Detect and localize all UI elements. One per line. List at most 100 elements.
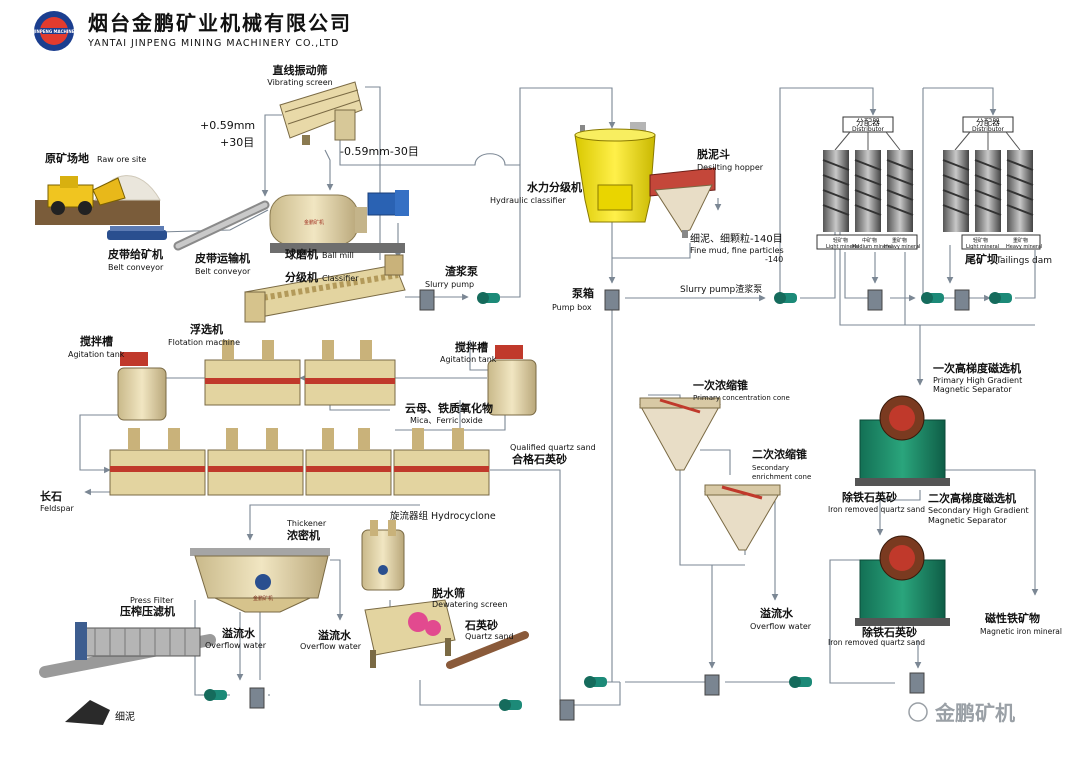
flotation-label-en: Flotation machine (168, 338, 240, 347)
pump-box-5 (249, 687, 265, 709)
heavy-mineral-2-cn: 重矿物 (1013, 237, 1028, 244)
belt-conveyor-label-cn: 皮带运输机 (194, 251, 250, 265)
dewatering-label-cn: 脱水筛 (432, 586, 465, 600)
flotation-machines (109, 340, 490, 496)
vibrating-screen-label-en: Vibrating screen (267, 78, 332, 87)
primary-magnetic-separator (855, 395, 950, 486)
desilting-hopper (649, 167, 716, 238)
light-mineral-2-en: Light mineral (966, 244, 999, 250)
overflow-right-label-cn: 溢流水 (760, 606, 794, 620)
fine-mud-pile (65, 700, 110, 725)
pump-box-3 (867, 289, 883, 311)
plus-30-label: +30目 (220, 136, 254, 149)
belt-conveyor-label-en: Belt conveyor (195, 267, 251, 276)
heavy-mineral-1-cn: 重矿物 (892, 237, 907, 244)
company-logo: JINPENG MACHINE (33, 11, 75, 51)
slurry-pump-icon (499, 699, 522, 711)
quartz-sand-label-en: Quartz sand (465, 632, 514, 641)
vibrating-screen-label-cn: 直线振动筛 (273, 63, 328, 77)
slurry-pump-icon (789, 676, 812, 688)
pump-box-1 (419, 289, 435, 311)
press-filter (39, 622, 216, 678)
shg-label-en2: Magnetic Separator (928, 516, 1007, 525)
tailings-label-cn: 尾矿坝 (964, 252, 998, 266)
feldspar-label-en: Feldspar (40, 504, 75, 513)
plus-059-label: +0.59mm (200, 119, 255, 132)
company-header: JINPENG MACHINE 烟台金鹏矿业机械有限公司 YANTAI JINP… (33, 11, 352, 51)
thickener-label-en: Thickener (286, 519, 327, 528)
slurry-pump-icon (477, 292, 500, 304)
fine-mud-label-cn: 细泥、细颗粒-140目 (690, 232, 783, 245)
belt-feeder (107, 226, 167, 240)
mica-label-cn: 云母、铁质氧化物 (405, 401, 493, 415)
flotation-cell (305, 428, 392, 496)
hydrocyclone-group (361, 520, 405, 591)
slurry-pump-icon (921, 292, 944, 304)
overflow-right-label-en: Overflow water (750, 622, 812, 631)
classifier-label-cn: 分级机 (285, 270, 318, 284)
logo-text: JINPENG MACHINE (33, 29, 75, 34)
flotation-cell (207, 428, 304, 496)
qualified-label-cn: 合格石英砂 (512, 452, 567, 466)
secondary-magnetic-separator (855, 535, 950, 626)
desilting-label-cn: 脱泥斗 (697, 147, 730, 161)
tailings-label-en: Tailings dam (995, 256, 1052, 266)
pump-box-6 (559, 699, 575, 721)
watermark-text: 金鹏矿机 (934, 701, 1015, 725)
ball-mill-label-en: Ball mill (322, 251, 354, 260)
distributor-2-label-en: Distributor (972, 126, 1005, 133)
pump-box-7 (704, 674, 720, 696)
raw-ore-label-cn: 原矿场地 (45, 151, 89, 165)
company-name-cn: 烟台金鹏矿业机械有限公司 (88, 11, 352, 35)
primary-cone-label-en: Primary concentration cone (693, 394, 790, 402)
hydraulic-classifier-label-en: Hydraulic classifier (490, 196, 567, 205)
hydraulic-classifier-label-cn: 水力分级机 (527, 180, 582, 194)
agitation-left-label-en: Agitation tank (68, 350, 125, 359)
iron-removed-1-cn: 除铁石英砂 (842, 490, 897, 504)
belt-feeder-label-en: Belt conveyor (108, 263, 164, 272)
slurry-pump-icon (774, 292, 797, 304)
iron-removed-2-cn: 除铁石英砂 (862, 625, 917, 639)
overflow-left-label-cn: 溢流水 (222, 626, 256, 640)
fine-mud-label-en: Fine mud, fine particles (690, 246, 784, 255)
loader-icon (47, 176, 126, 215)
light-mineral-1-cn: 轻矿物 (833, 237, 848, 244)
hydraulic-classifier (574, 122, 656, 223)
agitation-left-label-cn: 搅拌槽 (80, 334, 113, 348)
slurry-pump-label-cn: 渣浆泵 (445, 264, 478, 278)
press-filter-label-cn: 压榨压滤机 (120, 604, 175, 618)
spiral-chute-group-2 (942, 116, 1041, 250)
light-mineral-2-cn: 轻矿物 (973, 237, 988, 244)
dewatering-label-en: Dewatering screen (432, 600, 507, 609)
fine-mud-label-en2: -140 (765, 255, 783, 264)
slurry-pump-label-2: Slurry pump渣浆泵 (680, 283, 762, 295)
phg-label-en1: Primary High Gradient (933, 376, 1022, 385)
quartz-sand-conveyor (446, 631, 529, 669)
thickener-stamp: 金鹏矿机 (253, 595, 273, 602)
feldspar-label-cn: 长石 (40, 489, 62, 503)
shg-label-en1: Secondary High Gradient (928, 506, 1029, 515)
pump-box-4 (954, 289, 970, 311)
company-name-en: YANTAI JINPENG MINING MACHINERY CO.,LTD (87, 38, 339, 49)
magnetic-iron-label-cn: 磁性铁矿物 (985, 611, 1040, 625)
ball-mill: 金鹏矿机 (269, 190, 409, 253)
pump-box-label-en: Pump box (552, 303, 592, 312)
iron-removed-1-en: Iron removed quartz sand (828, 505, 925, 514)
primary-concentration-cone (639, 397, 721, 471)
phg-label-cn: 一次高梯度磁选机 (933, 361, 1021, 375)
ball-mill-stamp: 金鹏矿机 (304, 219, 324, 226)
fine-mud-bottom-label: 细泥 (115, 710, 135, 723)
spiral-classifier (244, 254, 406, 323)
slurry-pump-icon (204, 689, 227, 701)
thickener-label-cn: 浓密机 (287, 528, 320, 542)
classifier-label-en: Classifier (322, 274, 359, 283)
overflow-mid-label-en: Overflow water (300, 642, 362, 651)
heavy-mineral-2-en: Heavy mineral (1006, 244, 1042, 250)
chat-icon (908, 702, 928, 722)
quartz-sand-label-cn: 石英砂 (464, 618, 498, 632)
agitation-tank-left (117, 352, 167, 421)
secondary-cone-label-cn: 二次浓缩锥 (752, 447, 807, 461)
qualified-label-en: Qualified quartz sand (510, 443, 596, 452)
flotation-cell (393, 428, 490, 496)
